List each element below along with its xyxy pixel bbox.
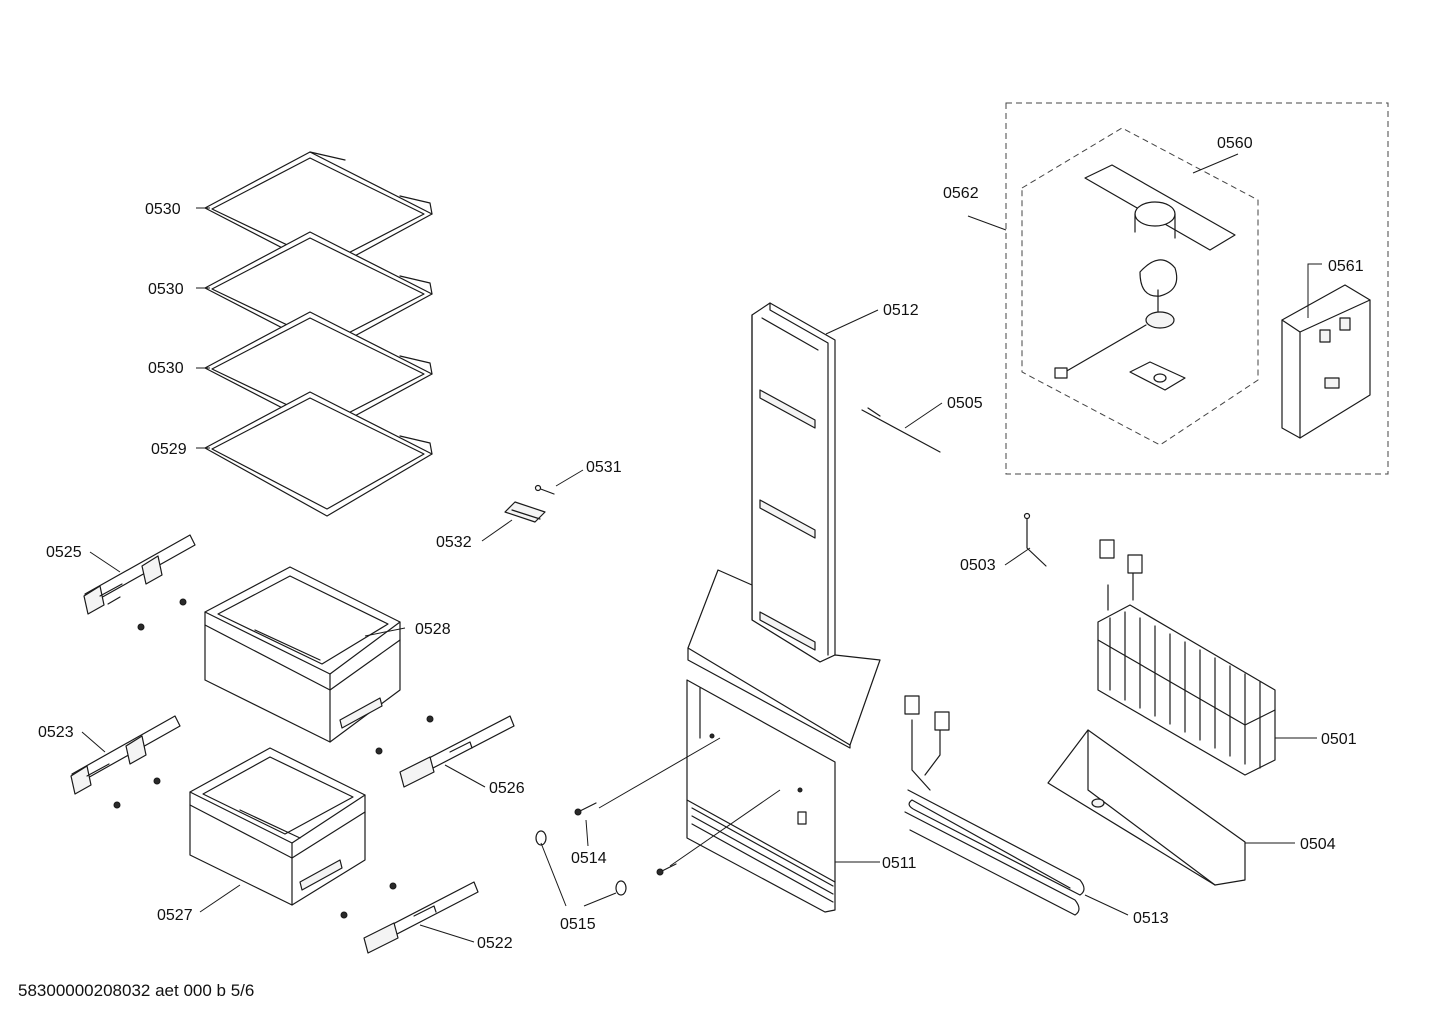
evaporator-0501: [1097, 539, 1276, 776]
drip-tray-0504: [1047, 729, 1246, 886]
label-0522: 0522: [477, 935, 513, 952]
label-0527: 0527: [157, 907, 193, 924]
drawer-0528: [204, 566, 401, 743]
sensor-0505: [861, 407, 941, 453]
drawing-reference-footer: 58300000208032 aet 000 b 5/6: [18, 981, 255, 1000]
label-0513: 0513: [1133, 910, 1169, 927]
label-0526: 0526: [489, 780, 525, 797]
vent-slots: [691, 807, 834, 903]
rear-panel-0511: [686, 679, 836, 913]
label-0562: 0562: [943, 185, 979, 202]
rail-part-0522: [363, 881, 479, 954]
label-0531: 0531: [586, 459, 622, 476]
rail-part-0525: [83, 534, 196, 615]
duct-cover-0512: [751, 302, 836, 663]
screws-left: [113, 598, 434, 919]
label-0511: 0511: [882, 855, 917, 872]
label-0530-second: 0530: [148, 281, 184, 298]
label-0530-third: 0530: [148, 360, 184, 377]
label-0514: 0514: [571, 850, 607, 867]
leader-lines: [81, 153, 1322, 943]
glass-shelf-0529: [204, 391, 433, 517]
rail-part-0526: [399, 715, 515, 788]
label-0504: 0504: [1300, 836, 1336, 853]
label-0512: 0512: [883, 302, 919, 319]
part-labels: 0530 0530 0530 0529 0531 0532 0525 0528 …: [38, 135, 1364, 952]
control-module-0561: [1281, 284, 1371, 439]
label-0525: 0525: [46, 544, 82, 561]
label-0505: 0505: [947, 395, 983, 412]
label-0529: 0529: [151, 441, 187, 458]
fan-assembly-group-0562: [1005, 102, 1389, 475]
label-0530-top: 0530: [145, 201, 181, 218]
pegs-0515: [535, 830, 627, 896]
rail-part-0523: [70, 715, 181, 795]
defrost-heater-0513: [904, 695, 1085, 916]
label-0501: 0501: [1321, 731, 1357, 748]
label-0503: 0503: [960, 557, 996, 574]
fan-motor: [1054, 259, 1178, 379]
fan-cover-0560: [1084, 164, 1236, 251]
pin-part-0531: [534, 484, 555, 495]
sensor-0503: [1023, 512, 1047, 567]
drawer-0527: [189, 747, 366, 906]
label-0532: 0532: [436, 534, 472, 551]
label-0528: 0528: [415, 621, 451, 638]
motor-bracket: [1129, 361, 1186, 391]
label-0523: 0523: [38, 724, 74, 741]
label-0515: 0515: [560, 916, 596, 933]
panel-tray: [687, 569, 881, 749]
label-0561: 0561: [1328, 258, 1364, 275]
screws-0514: [574, 802, 677, 876]
clip-part-0532: [504, 501, 546, 523]
label-0560: 0560: [1217, 135, 1253, 152]
